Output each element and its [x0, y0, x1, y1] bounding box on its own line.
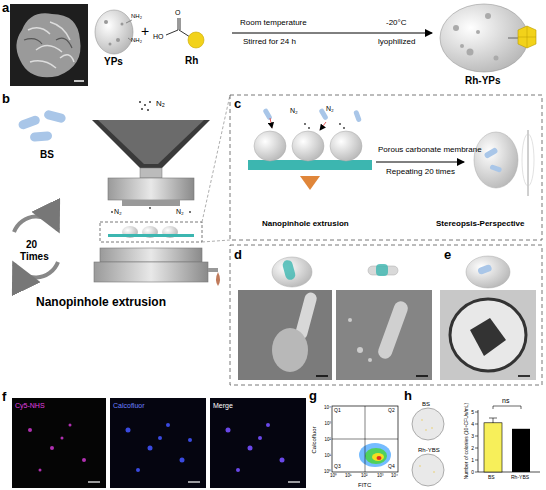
annotation-text: 10⁴: [391, 474, 398, 479]
annotation-text: 10²: [361, 474, 368, 479]
annotation-text: Room temperature: [240, 19, 307, 27]
annotation-text: Merge: [213, 402, 233, 409]
annotation-text: Rh-YBS: [418, 447, 440, 453]
panel-label: Nanopinhole extrusion: [262, 220, 349, 228]
annotation-text: N₂: [114, 208, 122, 215]
panel-label: f: [2, 390, 6, 403]
annotation-text: 0: [471, 470, 474, 475]
annotation-text: N₂: [156, 100, 165, 108]
annotation-text: Cy5-NHS: [15, 402, 45, 409]
annotation-text: NH₂: [131, 37, 142, 43]
annotation-text: 2: [471, 446, 474, 451]
annotation-text: 10¹: [324, 454, 331, 459]
panel-label: b: [2, 92, 10, 105]
annotation-text: lyophilized: [378, 38, 415, 46]
annotation-text: N₂: [290, 107, 298, 114]
annotation-text: Stirred for 24 h: [243, 38, 296, 46]
annotation-text: Repeating 20 times: [386, 168, 455, 176]
panel-label: 20: [26, 240, 37, 250]
annotation-text: Q3: [334, 464, 341, 469]
annotation-text: Calcofluor: [311, 426, 317, 453]
annotation-text: 5: [471, 410, 474, 415]
annotation-text: ns: [502, 397, 509, 404]
annotation-text: Rh-YBS: [511, 475, 529, 480]
annotation-text: +: [141, 24, 149, 38]
panel-label: g: [309, 389, 317, 402]
annotation-text: 10²: [324, 438, 331, 443]
panel-label: YPs: [104, 57, 123, 67]
annotation-text: 4: [471, 422, 474, 427]
annotation-text: Q2: [388, 408, 395, 413]
annotation-text: FITC: [358, 482, 371, 488]
panel-label: h: [404, 389, 412, 402]
annotation-text: O: [175, 9, 180, 16]
panel-label: Rh: [185, 56, 198, 66]
annotation-text: N₂: [176, 208, 184, 215]
panel-label: Nanopinhole extrusion: [36, 296, 166, 308]
annotation-text: 1: [471, 458, 474, 463]
panel-label: Rh-YPs: [465, 76, 501, 86]
annotation-text: Porous carbonate membrane: [378, 146, 482, 154]
annotation-text: Number of colonies (10⁸CFUs/mL): [464, 403, 469, 480]
annotation-text: BS: [488, 475, 495, 480]
panel-label: Stereopsis-Perspective: [436, 220, 525, 228]
annotation-text: Q4: [388, 464, 395, 469]
panel-label: c: [234, 97, 241, 110]
annotation-text: HO: [153, 33, 164, 40]
annotation-text: Q1: [334, 408, 341, 413]
annotation-text: 10³: [377, 474, 384, 479]
annotation-text: 10¹: [345, 474, 352, 479]
annotation-text: NH₂: [131, 13, 142, 19]
annotation-text: 10³: [324, 422, 331, 427]
annotation-text: BS: [422, 401, 430, 407]
panel-label: d: [234, 248, 242, 261]
panel-label: BS: [40, 150, 54, 160]
panel-label: e: [444, 248, 451, 261]
annotation-text: 10⁰: [324, 470, 331, 475]
annotation-text: -20°C: [386, 19, 407, 27]
annotation-text: 10⁴: [324, 406, 331, 411]
annotation-text: 3: [471, 434, 474, 439]
panel-label: Times: [20, 252, 49, 262]
panel-label: a: [2, 1, 9, 14]
annotation-text: N₂: [326, 105, 334, 112]
annotation-text: Calcofluor: [113, 402, 145, 409]
annotation-text: 10⁰: [330, 474, 337, 479]
